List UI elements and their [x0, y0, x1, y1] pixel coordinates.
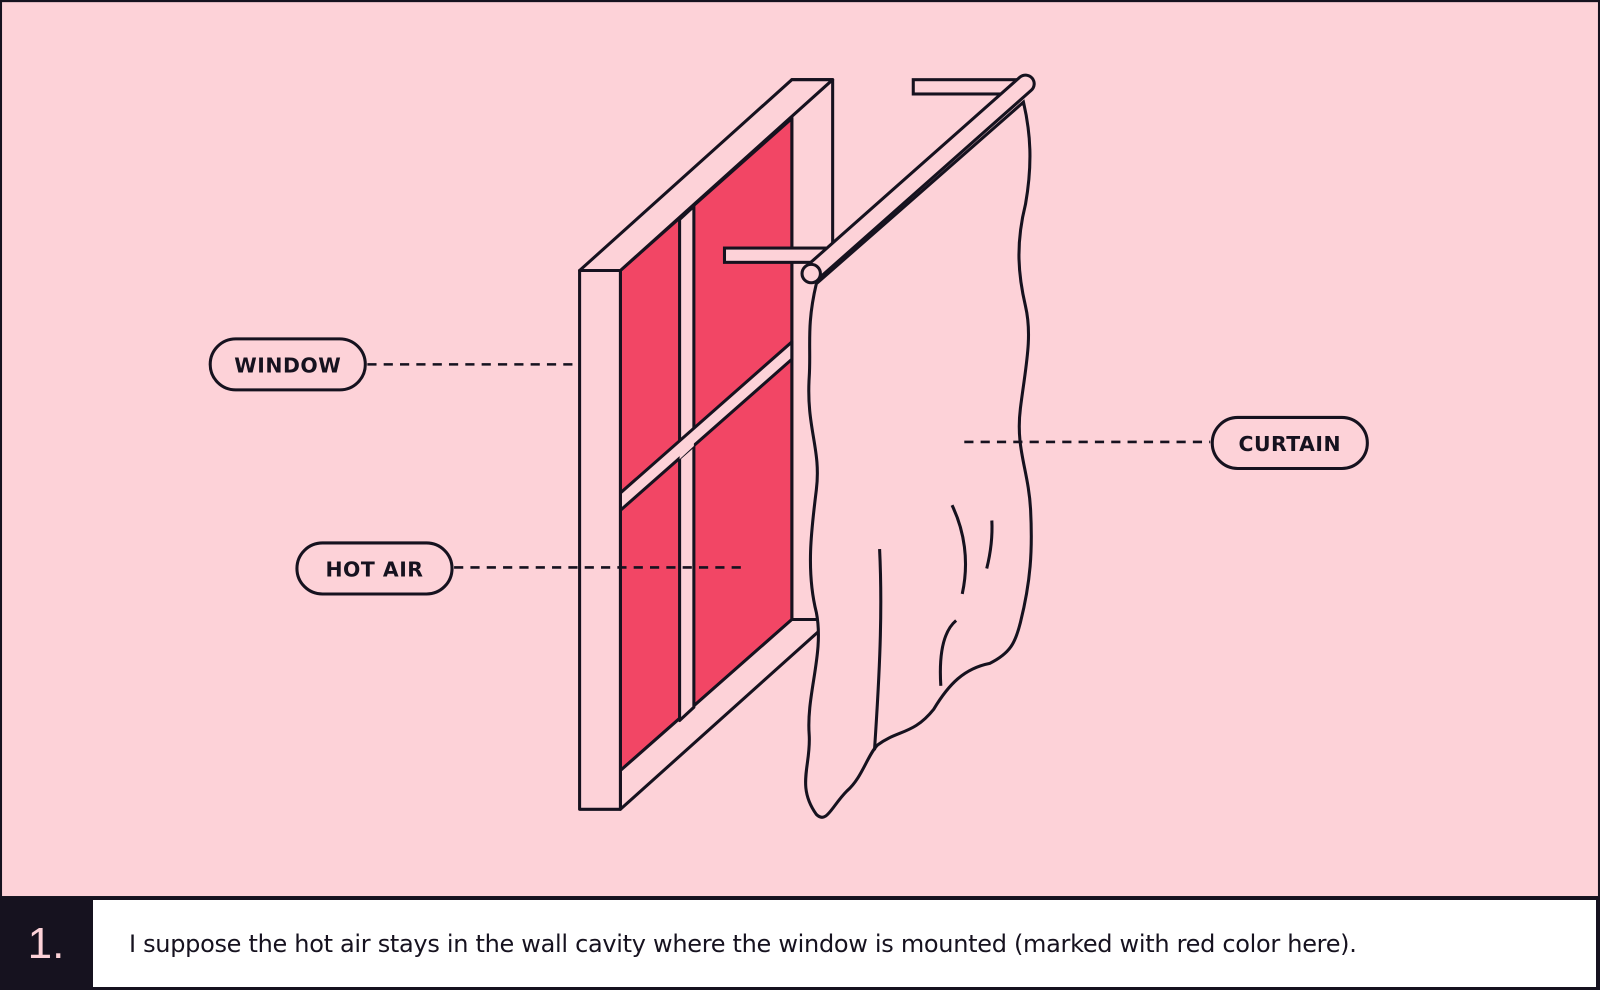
label-window: WINDOW [208, 337, 367, 392]
window-vertical-mullion [678, 204, 696, 723]
caption-box: I suppose the hot air stays in the wall … [93, 900, 1596, 987]
label-curtain: CURTAIN [1210, 415, 1369, 471]
step-number: 1. [27, 919, 65, 968]
label-hot-air-text: HOT AIR [325, 558, 423, 582]
window-front-frame [578, 268, 622, 811]
label-curtain-text: CURTAIN [1238, 432, 1341, 456]
rod-bracket-front [722, 246, 827, 264]
curtain-fabric [804, 99, 1033, 819]
label-window-text: WINDOW [234, 354, 341, 378]
label-hot-air: HOT AIR [295, 541, 454, 596]
curtain [722, 73, 1036, 819]
caption-text: I suppose the hot air stays in the wall … [129, 929, 1357, 958]
leader-lines [367, 363, 1211, 569]
